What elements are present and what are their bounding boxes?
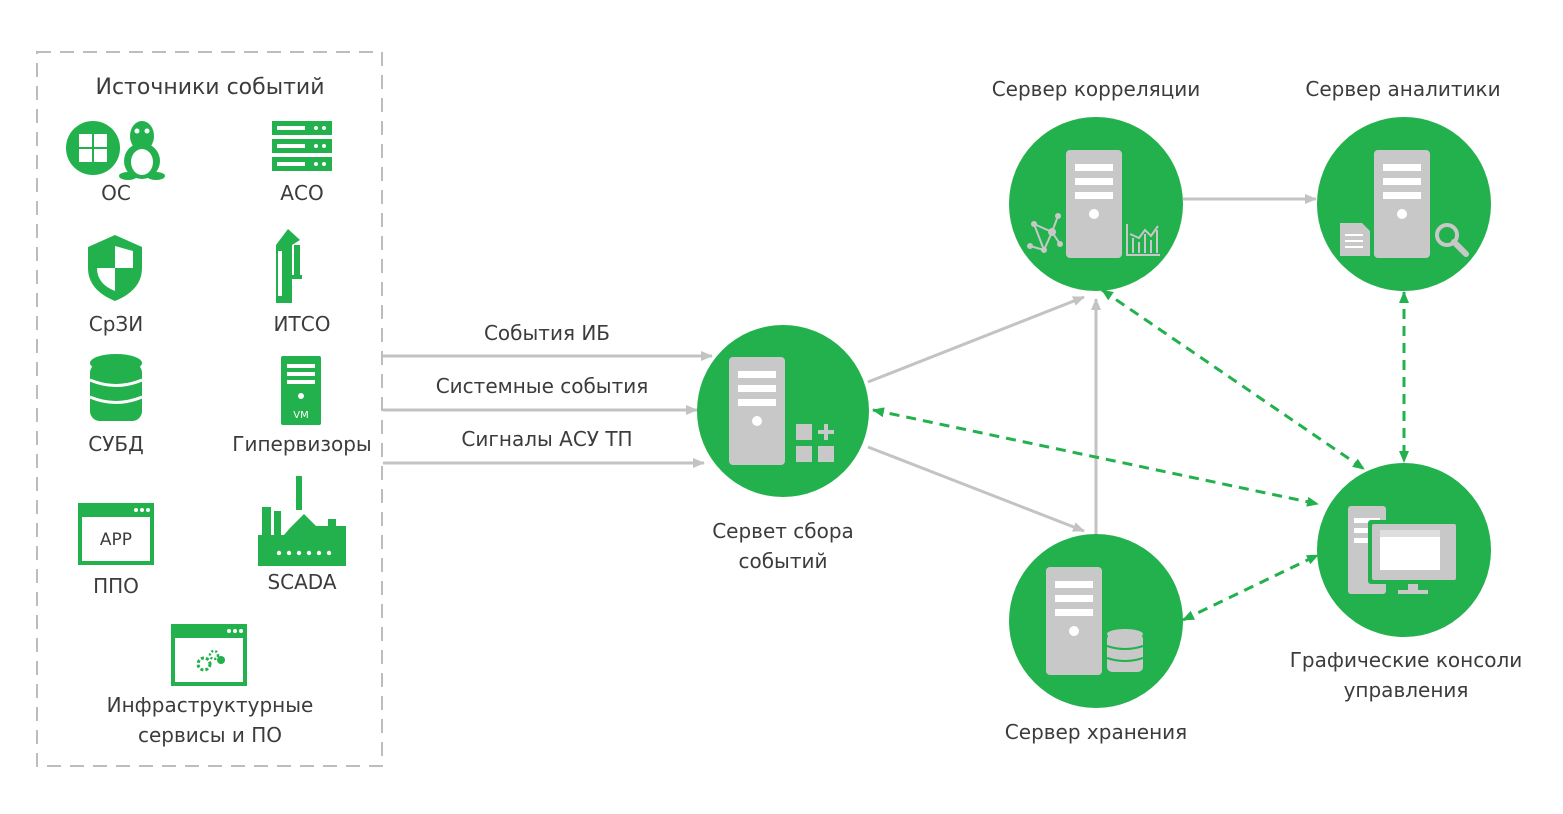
source-label-srzi: СрЗИ <box>88 312 144 336</box>
app-window-icon: APP <box>78 503 154 565</box>
source-label-subd: СУБД <box>88 432 144 456</box>
database-icon <box>89 354 143 421</box>
arrow-collector-correlation <box>867 295 1085 384</box>
factory-icon <box>258 476 346 566</box>
node-label-analytics: Сервер аналитики <box>1305 77 1501 101</box>
dashed-arrow-correlation-consoles <box>1101 288 1365 471</box>
network-graph-icon <box>1027 213 1063 253</box>
vm-label: VM <box>293 410 308 421</box>
document-icon <box>1340 223 1370 256</box>
app-label: APP <box>100 530 132 550</box>
node-label-collector: Сервет сбора событий <box>712 519 854 573</box>
source-label-itso: ИТСО <box>273 312 331 336</box>
node-label-consoles: Графические консоли управления <box>1289 648 1523 702</box>
sources-frame <box>36 51 383 767</box>
source-label-ppo: ППО <box>93 574 139 598</box>
gears-window-icon <box>171 624 247 686</box>
analytics-server-node <box>1317 117 1491 291</box>
node-label-correlation: Сервер корреляции <box>991 77 1201 101</box>
magnifier-icon <box>1435 223 1469 257</box>
consoles-node <box>1317 463 1491 637</box>
flow-label-security: События ИБ <box>483 321 611 345</box>
collector-server-node <box>697 325 869 497</box>
sources-title: Источники событий <box>95 75 325 100</box>
windows-linux-icon <box>66 121 165 180</box>
db-stack-icon <box>1106 629 1144 672</box>
dashed-arrow-collector-consoles <box>872 407 1319 507</box>
turnstile-icon <box>276 229 302 303</box>
node-label-storage: Сервер хранения <box>1004 720 1188 744</box>
network-equipment-icon <box>272 121 332 171</box>
arrow-collector-storage <box>867 445 1085 533</box>
bar-chart-icon <box>1126 224 1160 256</box>
source-label-os: ОС <box>101 181 131 205</box>
flow-label-ics: Сигналы АСУ ТП <box>461 427 633 451</box>
vm-server-icon: VM <box>281 356 321 425</box>
dashed-arrow-storage-consoles <box>1182 553 1319 622</box>
source-label-scada: SCADA <box>267 570 337 594</box>
source-label-infra: Инфраструктурные сервисы и ПО <box>106 693 314 747</box>
flow-label-system: Системные события <box>435 374 649 398</box>
correlation-server-node <box>1009 117 1183 291</box>
source-label-hypervisors: Гипервизоры <box>232 432 372 456</box>
shield-icon <box>88 235 142 301</box>
storage-server-node <box>1009 534 1183 708</box>
source-label-aso: АСО <box>280 181 324 205</box>
